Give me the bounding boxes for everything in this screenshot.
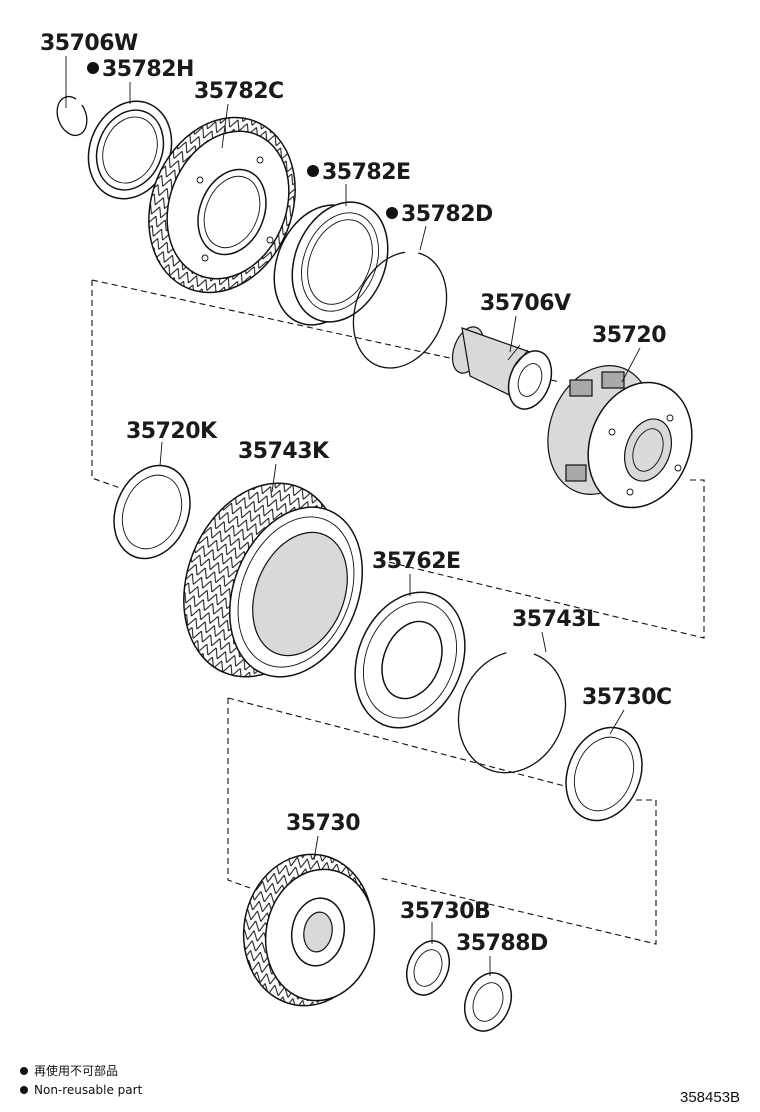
part-label-35706w[interactable]: 35706W [40, 31, 139, 56]
thrust-washer-35720k [113, 464, 191, 560]
ring-gear-35743k [183, 482, 364, 678]
bearing-35762e [354, 591, 466, 729]
nonreusable-dot-35782e [307, 165, 319, 177]
legend-line-jp: 再使用不可部品 [34, 1063, 118, 1078]
part-label-35720k[interactable]: 35720K [126, 419, 219, 444]
part-label-35788d[interactable]: 35788D [456, 931, 549, 956]
thrust-washer-35730c [565, 726, 643, 822]
part-label-35782d[interactable]: 35782D [401, 202, 494, 227]
planetary-carrier-35720 [547, 365, 693, 509]
diagram-reference-number: 358453B [680, 1089, 740, 1106]
part-label-35730[interactable]: 35730 [286, 811, 361, 836]
part-label-35782e[interactable]: 35782E [322, 160, 411, 185]
leader-lines [65, 56, 641, 976]
part-label-35720[interactable]: 35720 [592, 323, 667, 348]
part-label-35743l[interactable]: 35743L [512, 607, 601, 632]
part-label-35706v[interactable]: 35706V [480, 291, 572, 316]
bearing-35730b [405, 940, 451, 996]
nonreusable-dot-35782d [386, 207, 398, 219]
bearing-35782e [273, 201, 389, 326]
part-label-35730c[interactable]: 35730C [582, 685, 672, 710]
assembly-guide-lines [91, 279, 705, 945]
legend-dot-2 [20, 1086, 28, 1094]
part-label-35743k[interactable]: 35743K [238, 439, 331, 464]
thrust-washer-35788d [463, 972, 513, 1032]
part-label-35730b[interactable]: 35730B [400, 899, 491, 924]
nonreusable-dot-35782h [87, 62, 99, 74]
legend-line-en: Non-reusable part [34, 1083, 143, 1097]
snap-ring-35743l [457, 648, 567, 774]
part-labels: 35706W 35782H 35782C 35782E 35782D 35706… [40, 31, 672, 956]
part-label-35782c[interactable]: 35782C [194, 79, 284, 104]
snap-ring-35706w [56, 95, 88, 137]
legend-dot [20, 1067, 28, 1075]
gear-35782c [148, 116, 296, 294]
part-label-35782h[interactable]: 35782H [102, 57, 194, 82]
splined-sleeve-35706v [451, 326, 553, 410]
snap-ring-35782d [352, 245, 448, 369]
legend: 再使用不可部品 Non-reusable part [20, 1063, 143, 1097]
thrust-washer-35782h [87, 100, 173, 200]
sun-gear-35730 [242, 853, 376, 1007]
part-label-35762e[interactable]: 35762E [372, 549, 461, 574]
